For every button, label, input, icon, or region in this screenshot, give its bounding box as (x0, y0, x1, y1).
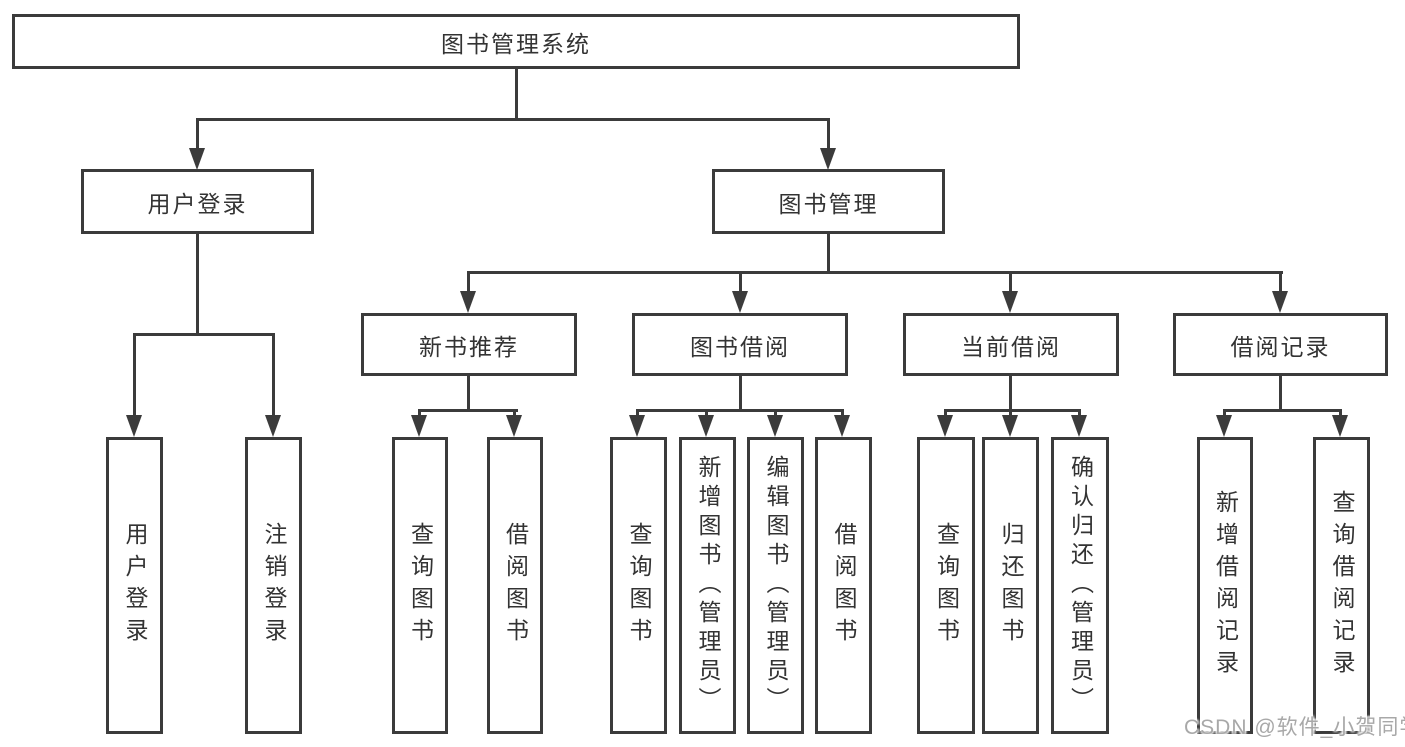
arrowhead-borrow-books (834, 415, 850, 437)
leaf-query-borrow-record: 查询借阅记录 (1313, 437, 1370, 734)
leaf-label: 用户登录 (122, 521, 148, 650)
arrowhead-query-books (411, 415, 427, 437)
leaf-edit-books-admin: 编辑图书（管理员） (747, 437, 804, 734)
connector-drop (1339, 409, 1342, 417)
node-new-book-recommendation: 新书推荐 (361, 313, 577, 376)
connector-drop (636, 409, 639, 417)
leaf-user-login: 用户登录 (106, 437, 163, 734)
leaf-borrow-books-borrowing: 借阅图书 (815, 437, 872, 734)
connector-root-stem (515, 68, 518, 120)
leaf-logout-login: 注销登录 (245, 437, 302, 734)
connector-current-borrowing-stem (1009, 376, 1012, 412)
arrowhead-edit-books (767, 415, 783, 437)
arrowhead-borrowing-records (1272, 291, 1288, 313)
arrowhead-query-books (629, 415, 645, 437)
node-label: 图书借阅 (690, 333, 790, 360)
arrowhead-confirm-return (1071, 415, 1087, 437)
leaf-label: 编辑图书（管理员） (763, 455, 789, 716)
leaf-query-books-borrowing: 查询图书 (610, 437, 667, 734)
leaf-return-books: 归还图书 (982, 437, 1039, 734)
arrowhead-book-management (820, 148, 836, 170)
node-library-management-system: 图书管理系统 (12, 14, 1020, 69)
arrowhead-new-book (460, 291, 476, 313)
leaf-label: 确认归还（管理员） (1067, 455, 1094, 716)
leaf-add-borrow-record: 新增借阅记录 (1197, 437, 1253, 734)
leaf-query-books-recommend: 查询图书 (392, 437, 448, 734)
arrowhead-query-books (937, 415, 953, 437)
leaf-label: 查询图书 (933, 521, 960, 650)
connector-drop (774, 409, 777, 417)
node-label: 图书管理系统 (441, 30, 591, 57)
node-label: 新书推荐 (419, 333, 519, 360)
connector-user-login-distributor (133, 333, 275, 336)
connector-drop (1078, 409, 1081, 417)
node-label: 当前借阅 (961, 333, 1061, 360)
connector-book-borrowing-stem (739, 376, 742, 412)
connector-drop (1009, 409, 1012, 417)
leaf-label: 查询图书 (626, 521, 652, 650)
connector-new-book-stem (467, 376, 470, 412)
connector-drop-current-borrowing (1009, 271, 1012, 293)
leaf-label: 注销登录 (261, 521, 287, 650)
connector-drop-user-login (196, 118, 199, 150)
arrowhead-leaf-logout (265, 415, 281, 437)
arrowhead-leaf-user-login (126, 415, 142, 437)
connector-borrowing-records-stem (1279, 376, 1282, 412)
connector-drop-borrowing-records (1279, 271, 1282, 293)
arrowhead-borrow-books (506, 415, 522, 437)
connector-drop-book-borrowing (739, 271, 742, 293)
connector-drop-book-management (827, 118, 830, 150)
connector-book-management-distributor (467, 271, 1283, 274)
arrowhead-add-borrow-record (1216, 415, 1232, 437)
node-label: 图书管理 (778, 190, 879, 217)
leaf-label: 归还图书 (998, 521, 1024, 650)
connector-current-borrowing-distributor (944, 409, 1081, 412)
connector-drop (705, 409, 708, 417)
connector-drop (841, 409, 844, 417)
leaf-label: 新增图书（管理员） (695, 455, 721, 716)
connector-user-login-stem (196, 234, 199, 336)
arrowhead-add-books (698, 415, 714, 437)
node-label: 借阅记录 (1230, 333, 1331, 360)
connector-book-management-stem (827, 234, 830, 274)
leaf-label: 借阅图书 (831, 521, 857, 650)
node-label: 用户登录 (147, 190, 248, 217)
node-user-login: 用户登录 (81, 169, 314, 234)
connector-borrowing-records-distributor (1223, 409, 1342, 412)
leaf-label: 查询借阅记录 (1329, 489, 1355, 682)
leaf-label: 查询图书 (407, 521, 434, 650)
leaf-add-books-admin: 新增图书（管理员） (679, 437, 736, 734)
node-book-management: 图书管理 (712, 169, 945, 234)
connector-root-distributor (196, 118, 830, 121)
arrowhead-return-books (1002, 415, 1018, 437)
node-borrowing-records: 借阅记录 (1173, 313, 1388, 376)
connector-book-borrowing-distributor (636, 409, 844, 412)
arrowhead-user-login (189, 148, 205, 170)
connector-new-book-distributor (418, 409, 518, 412)
connector-drop-leaf-user-login (133, 333, 136, 415)
connector-drop (418, 409, 421, 417)
csdn-watermark: CSDN @软件_小贺同学 (1184, 716, 1405, 739)
leaf-query-books-current: 查询图书 (917, 437, 975, 734)
leaf-label: 借阅图书 (502, 521, 529, 650)
connector-drop (944, 409, 947, 417)
connector-drop-new-book (467, 271, 470, 293)
arrowhead-book-borrowing (732, 291, 748, 313)
connector-drop (1223, 409, 1226, 417)
node-book-borrowing: 图书借阅 (632, 313, 848, 376)
connector-drop (513, 409, 516, 417)
leaf-label: 新增借阅记录 (1212, 489, 1239, 682)
arrowhead-query-borrow-record (1332, 415, 1348, 437)
leaf-borrow-books-recommend: 借阅图书 (487, 437, 543, 734)
leaf-confirm-return-admin: 确认归还（管理员） (1051, 437, 1109, 734)
arrowhead-current-borrowing (1002, 291, 1018, 313)
connector-drop-leaf-logout (272, 333, 275, 415)
node-current-borrowing: 当前借阅 (903, 313, 1119, 376)
